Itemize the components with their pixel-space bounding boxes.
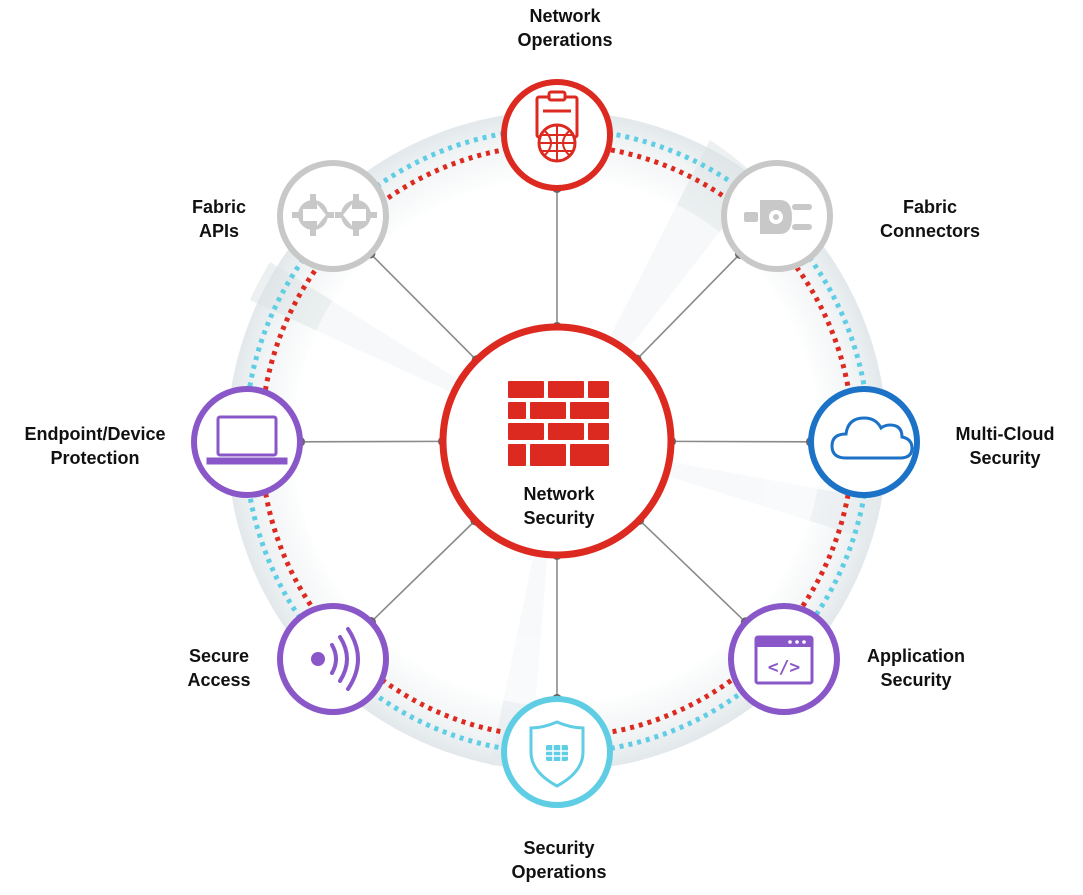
security-operations-label-line2: Operations xyxy=(511,862,606,882)
secure-access-node[interactable] xyxy=(277,603,389,715)
node-labels: NetworkOperationsFabricConnectorsMulti-C… xyxy=(24,6,1054,882)
network-operations-label-line2: Operations xyxy=(517,30,612,50)
fabric-apis-label-line2: APIs xyxy=(199,221,239,241)
application-security-node[interactable] xyxy=(728,603,840,715)
network-operations-label-line1: Network xyxy=(529,6,601,26)
plug-gear-icon xyxy=(744,200,812,234)
svg-text:</>: </> xyxy=(768,657,801,678)
clipboard-globe-icon xyxy=(535,90,579,163)
multi-cloud-security-label-line1: Multi-Cloud xyxy=(956,424,1055,444)
endpoint-device-protection-label-line2: Protection xyxy=(50,448,139,468)
fabric-connectors-label-line1: Fabric xyxy=(903,197,957,217)
secure-access-label-line1: Secure xyxy=(189,646,249,666)
shield-icon xyxy=(529,720,585,788)
multi-cloud-security-label-line2: Security xyxy=(969,448,1040,468)
wireless-signal-icon xyxy=(311,627,360,691)
cloud-icon xyxy=(830,416,914,460)
firewall-brick-icon xyxy=(508,381,609,466)
connector-fabric-apis xyxy=(369,252,478,361)
code-window-icon: </> xyxy=(754,635,814,685)
application-security-label-line1: Application xyxy=(867,646,965,666)
laptop-icon xyxy=(206,415,288,465)
center-label-line2: Security xyxy=(523,508,594,528)
secure-access-label-line2: Access xyxy=(187,670,250,690)
network-security-node[interactable]: Network Security xyxy=(439,323,675,559)
gears-icon xyxy=(292,194,377,236)
connector-secure-access xyxy=(370,519,476,623)
fabric-connectors-label-line2: Connectors xyxy=(880,221,980,241)
fabric-apis-label-line1: Fabric xyxy=(192,197,246,217)
network-security-circle xyxy=(439,323,675,559)
endpoint-device-protection-node[interactable] xyxy=(191,386,303,498)
multi-cloud-security-node[interactable] xyxy=(808,386,920,498)
security-operations-label-line1: Security xyxy=(523,838,594,858)
center-label-line1: Network xyxy=(523,484,595,504)
application-security-label-line2: Security xyxy=(880,670,951,690)
connector-fabric-connectors xyxy=(636,253,741,361)
endpoint-device-protection-label-line1: Endpoint/Device xyxy=(24,424,165,444)
connector-application-security xyxy=(638,519,747,623)
